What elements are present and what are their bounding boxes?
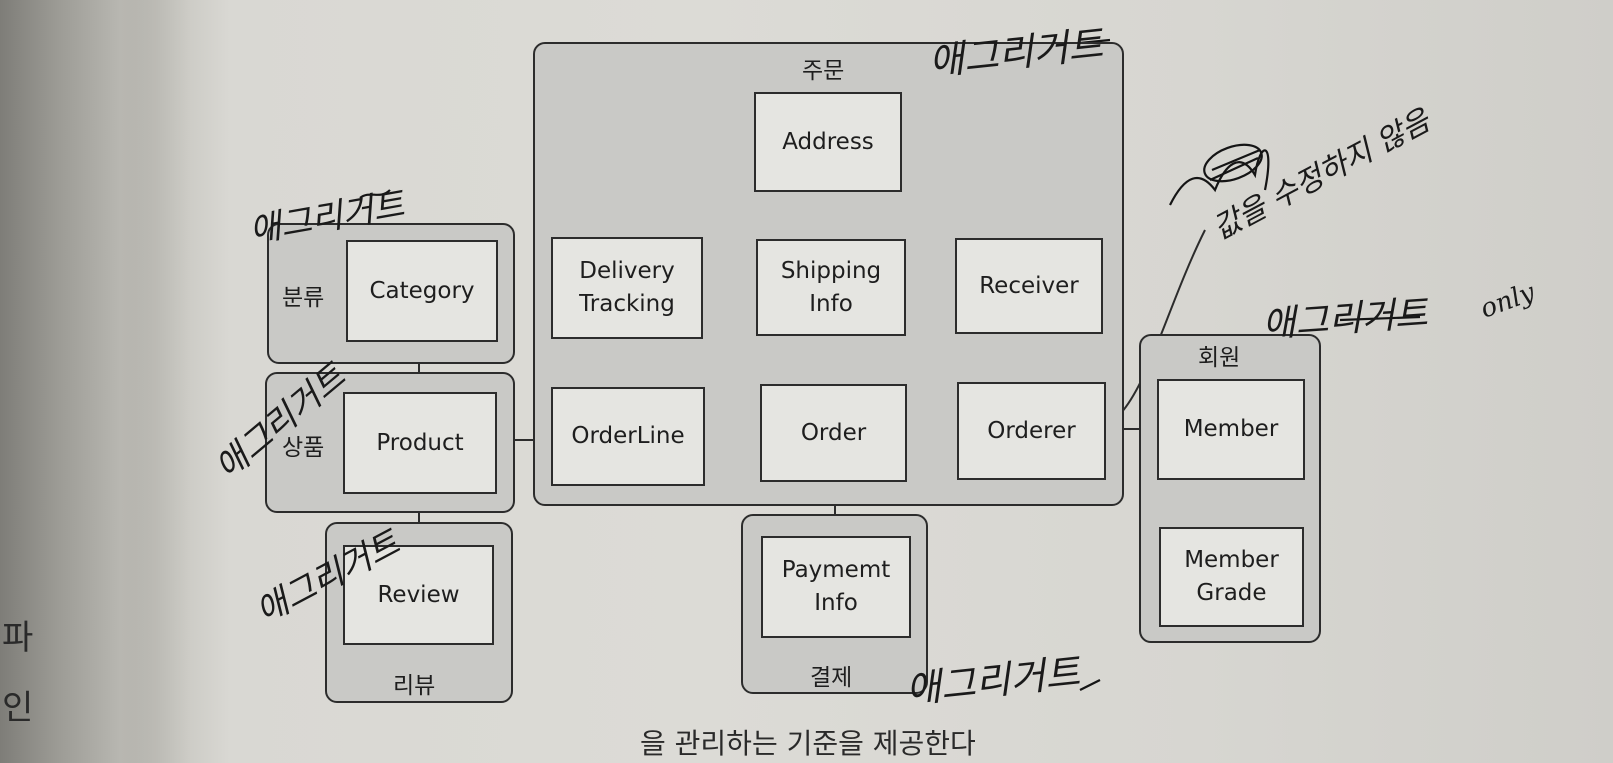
product-group-label: 상품 — [282, 435, 325, 461]
shipping-info-label: Shipping Info — [780, 257, 882, 317]
address-entity: Address — [754, 92, 902, 192]
member-group-label: 회원 — [1198, 345, 1241, 371]
review-label: Review — [377, 581, 460, 608]
category-entity: Category — [346, 240, 498, 342]
order-group-label: 주문 — [802, 58, 845, 84]
address-label: Address — [782, 128, 874, 155]
review-group-label: 리뷰 — [393, 673, 436, 699]
book-spine-shadow — [0, 0, 190, 763]
margin-char-1: 파 — [2, 618, 34, 658]
delivery-tracking-entity: Delivery Tracking — [551, 237, 703, 339]
order-entity: Order — [760, 384, 907, 482]
category-group-label: 분류 — [282, 285, 325, 311]
review-entity: Review — [343, 545, 494, 645]
member-grade-entity: Member Grade — [1159, 527, 1304, 627]
payment-info-label: Paymemt Info — [781, 557, 891, 616]
footer-text: 을 관리하는 기준을 제공한다 — [640, 727, 976, 760]
orderer-entity: Orderer — [957, 382, 1106, 480]
shipping-info-entity: Shipping Info — [756, 239, 906, 336]
member-entity: Member — [1157, 379, 1305, 480]
receiver-label: Receiver — [979, 272, 1079, 299]
member-label: Member — [1183, 416, 1279, 442]
product-label: Product — [376, 429, 464, 456]
orderline-entity: OrderLine — [551, 387, 705, 486]
orderer-label: Orderer — [987, 417, 1076, 444]
payment-info-entity: Paymemt Info — [761, 536, 911, 638]
member-grade-label: Member Grade — [1184, 547, 1279, 606]
payment-group-label: 결제 — [810, 665, 853, 691]
receiver-entity: Receiver — [955, 238, 1103, 334]
orderline-label: OrderLine — [571, 423, 685, 449]
order-label: Order — [800, 419, 867, 446]
category-label: Category — [369, 277, 475, 304]
margin-char-2: 인 — [2, 688, 34, 728]
product-entity: Product — [343, 392, 497, 494]
delivery-tracking-label: Delivery Tracking — [579, 258, 675, 317]
